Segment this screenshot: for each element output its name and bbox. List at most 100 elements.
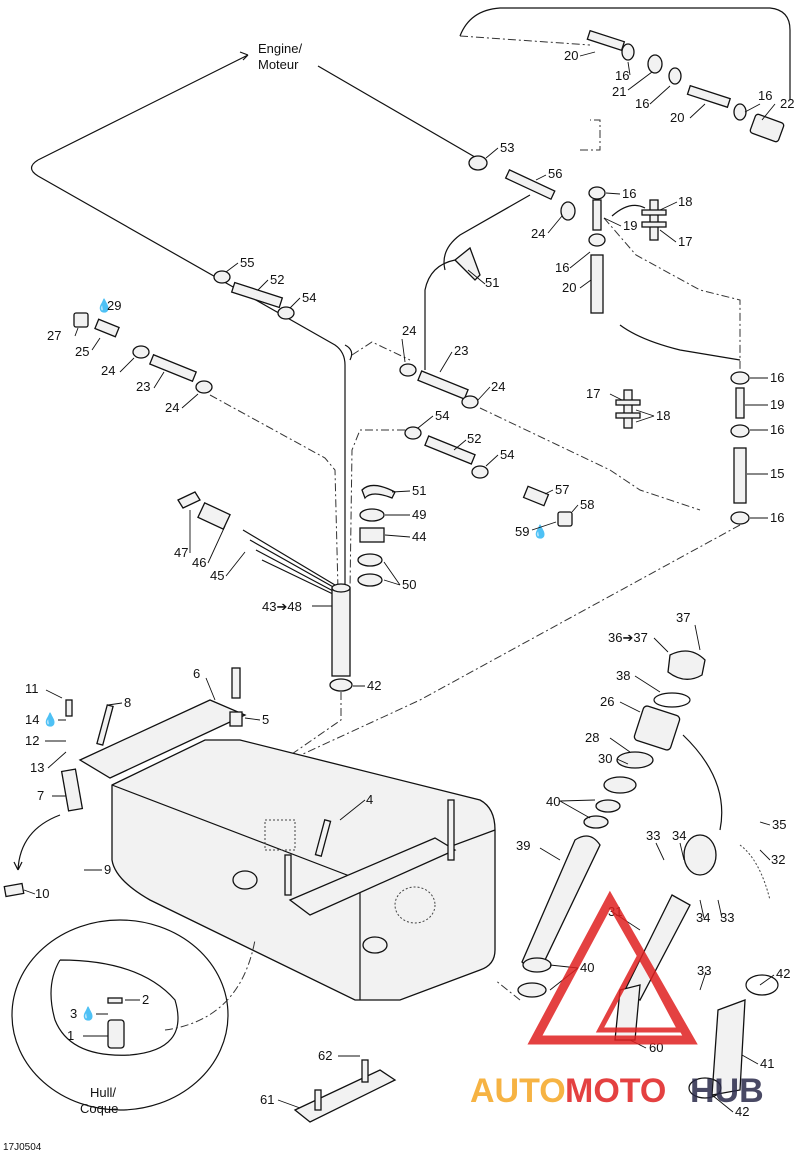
callout-61: 61 (260, 1092, 274, 1107)
callout-53: 53 (500, 140, 514, 155)
callout-25: 25 (75, 344, 89, 359)
callout-19a: 19 (623, 218, 637, 233)
callout-16d: 16 (622, 186, 636, 201)
callout-5: 5 (262, 712, 269, 727)
callout-14: 14 (25, 712, 39, 727)
top-hose-loop (459, 7, 791, 100)
callout-54a: 54 (302, 290, 316, 305)
callout-6: 6 (193, 666, 200, 681)
callout-16f: 16 (770, 370, 784, 385)
callout-24b: 24 (101, 363, 115, 378)
callout-7: 7 (37, 788, 44, 803)
callout-41: 41 (760, 1056, 774, 1071)
watermark-moto: MOTO (565, 1072, 666, 1110)
callout-42a: 42 (776, 966, 790, 981)
callout-23b: 23 (454, 343, 468, 358)
callout-24e: 24 (491, 379, 505, 394)
callout-20b: 20 (670, 110, 684, 125)
callout-16h: 16 (770, 510, 784, 525)
callout-50: 50 (402, 577, 416, 592)
callout-40a: 40 (546, 794, 560, 809)
filler-group (517, 650, 779, 1099)
callout-1: 1 (67, 1028, 74, 1043)
callout-36-37: 36➔37 (608, 630, 648, 645)
callout-16g: 16 (770, 422, 784, 437)
callout-35: 35 (772, 817, 786, 832)
right-fitting-column (615, 371, 750, 525)
callout-54c: 54 (500, 447, 514, 462)
engine-label-line2: Moteur (258, 57, 299, 72)
callout-17a: 17 (678, 234, 692, 249)
hull-detail (11, 919, 256, 1111)
fuel-pump-column (329, 583, 353, 692)
callout-16a: 16 (615, 68, 629, 83)
callout-40b: 40 (580, 960, 594, 975)
callout-26: 26 (600, 694, 614, 709)
callout-2: 2 (142, 992, 149, 1007)
callout-62: 62 (318, 1048, 332, 1063)
callout-38: 38 (616, 668, 630, 683)
callout-22: 22 (780, 96, 794, 111)
callout-42b: 42 (735, 1104, 749, 1119)
callout-21: 21 (612, 84, 626, 99)
callout-52b: 52 (467, 431, 481, 446)
callout-57: 57 (555, 482, 569, 497)
main-hose-path (30, 159, 346, 590)
callout-29: 29 (107, 298, 121, 313)
callout-30: 30 (598, 751, 612, 766)
callout-27: 27 (47, 328, 61, 343)
callout-13: 13 (30, 760, 44, 775)
callout-4: 4 (366, 792, 373, 807)
callout-34a: 34 (672, 828, 686, 843)
loctite-drop-14: 💧 (42, 712, 58, 727)
tank-straps (3, 667, 457, 916)
callout-20c: 20 (562, 280, 576, 295)
engine-label-line1: Engine/ (258, 41, 302, 56)
callout-55: 55 (240, 255, 254, 270)
callout-24c: 24 (165, 400, 179, 415)
callout-56: 56 (548, 166, 562, 181)
callout-28: 28 (585, 730, 599, 745)
callout-49: 49 (412, 507, 426, 522)
callout-19b: 19 (770, 397, 784, 412)
seal-stack (357, 484, 396, 587)
watermark-auto: AUTO (470, 1072, 566, 1110)
callout-16b: 16 (635, 96, 649, 111)
callout-18b: 18 (656, 408, 670, 423)
callout-34b: 34 (696, 910, 710, 925)
callout-39: 39 (516, 838, 530, 853)
hose-23-centre (399, 259, 479, 409)
loctite-drop-3: 💧 (80, 1006, 96, 1021)
engine-arrow (37, 51, 249, 161)
callout-17b: 17 (586, 386, 600, 401)
hull-label-line1: Hull/ (90, 1085, 116, 1100)
callout-12: 12 (25, 733, 39, 748)
callout-32: 32 (771, 852, 785, 867)
watermark: AUTO MOTO HUB (470, 890, 764, 1110)
callout-9: 9 (104, 862, 111, 877)
loctite-drop-29: 💧 (96, 298, 112, 313)
callout-3: 3 (70, 1006, 77, 1021)
callout-44: 44 (412, 529, 426, 544)
engine-line (317, 65, 481, 161)
hose-23-left (73, 312, 213, 394)
callout-33c: 33 (697, 963, 711, 978)
callout-46: 45 (210, 568, 224, 583)
fuel-tank (111, 739, 496, 1001)
callout-37: 37 (676, 610, 690, 625)
bottom-strip (293, 1059, 397, 1123)
diagram-code: 17J0504 (3, 1142, 42, 1153)
hose-52-upper (213, 270, 295, 320)
callout-43-48: 43➔48 (262, 599, 302, 614)
leader-lines (23, 51, 776, 1113)
callout-20a: 20 (564, 48, 578, 63)
callout-15: 15 (770, 466, 784, 481)
hose-52-lower (404, 426, 573, 527)
callout-23a: 23 (136, 379, 150, 394)
callout-54b: 54 (435, 408, 449, 423)
callout-48: 47 (174, 545, 188, 560)
callout-16c: 16 (758, 88, 772, 103)
callout-59: 59 (515, 524, 529, 539)
